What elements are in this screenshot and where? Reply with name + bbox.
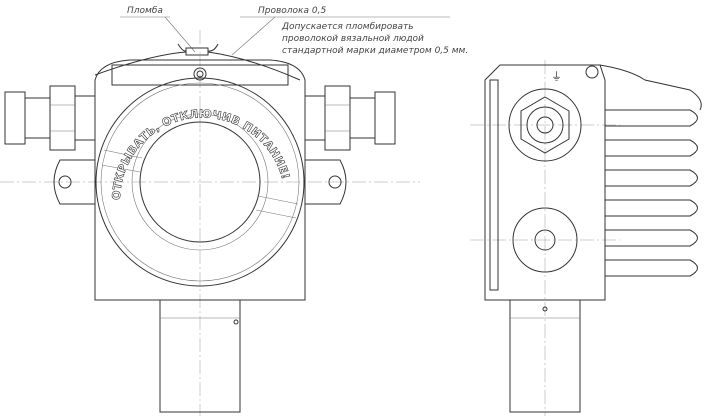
mount-hole (58, 175, 72, 189)
window (139, 121, 261, 243)
annotations: Пломба Проволока 0,5 Допускается пломбир… (94, 6, 468, 81)
note-line-3: стандартной марки диаметром 0,5 мм. (282, 46, 468, 56)
ground-icon: ⏚ (551, 70, 562, 83)
note-line-1: Допускается пломбировать (281, 22, 414, 32)
mount-hole (328, 175, 342, 189)
side-view: ⏚ (470, 60, 702, 416)
seal-icon (185, 47, 209, 56)
lower-port (512, 207, 578, 273)
front-view: ОТКРЫВАТЬ, ОТКЛЮЧИВ ПИТАНИЕ! (0, 30, 420, 416)
wire-label: Проволока 0,5 (258, 6, 326, 16)
note-line-2: проволокой вязальной людой (282, 34, 424, 44)
cover-inscription: ОТКРЫВАТЬ, ОТКЛЮЧИВ ПИТАНИЕ! (110, 107, 292, 200)
gland-port (508, 88, 582, 162)
sensor (509, 299, 581, 413)
seal-label: Пломба (127, 6, 163, 16)
cover (95, 77, 305, 287)
cooling-fins (605, 109, 698, 277)
